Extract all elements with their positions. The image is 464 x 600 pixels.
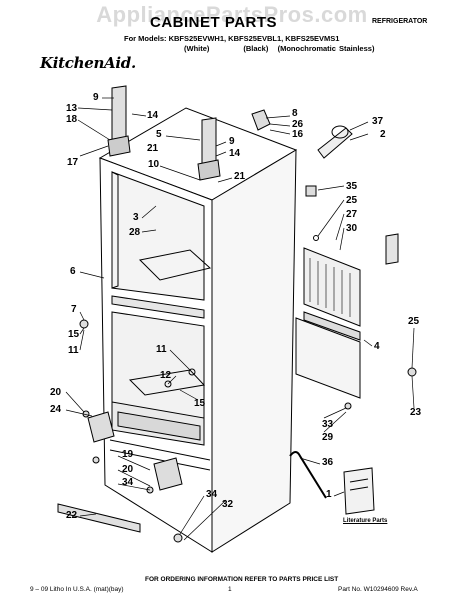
part-27 — [385, 233, 399, 265]
watermark: AppliancePartsPros.com — [96, 2, 368, 27]
callout-3: 3 — [133, 212, 139, 223]
callout-28: 28 — [129, 227, 141, 238]
kick-plate — [303, 311, 361, 341]
literature-parts — [343, 467, 375, 515]
callout-36: 36 — [322, 457, 334, 468]
callout-30: 30 — [346, 223, 358, 234]
bottom-hinge-right — [153, 457, 183, 491]
callout-27: 27 — [346, 209, 358, 220]
callout-19: 19 — [122, 449, 134, 460]
footer-litho: 9 – 09 Litho In U.S.A. (mat)(bay) — [30, 586, 124, 593]
page-title: CABINET PARTS — [150, 14, 278, 31]
literature-label: Literature Parts — [343, 518, 388, 524]
ordering-note: FOR ORDERING INFORMATION REFER TO PARTS … — [145, 576, 339, 583]
models-line: For Models: KBFS25EVWH1, KBFS25EVBL1, KB… — [124, 34, 340, 43]
callout-17: 17 — [67, 157, 79, 168]
handle-part-37 — [317, 127, 353, 159]
callout-20: 20 — [50, 387, 62, 398]
callout-7: 7 — [71, 304, 77, 315]
callout-15: 15 — [68, 329, 80, 340]
callout-18: 18 — [66, 114, 78, 125]
callout-4: 4 — [374, 341, 380, 352]
callout-22: 22 — [66, 510, 78, 521]
bottom-hinge-left — [87, 411, 115, 443]
variants-line: (White) (Black) (Monochromatic Stainless… — [184, 44, 375, 53]
callout-9: 9 — [93, 92, 99, 103]
callout-16: 16 — [292, 129, 304, 140]
callout-11: 11 — [156, 344, 167, 355]
callout-8: 8 — [292, 108, 298, 119]
cabinet-side — [211, 149, 297, 553]
callout-26: 26 — [292, 119, 304, 130]
callout-29: 29 — [322, 432, 334, 443]
callout-5: 5 — [156, 129, 162, 140]
callout-1: 1 — [326, 489, 332, 500]
callout-11: 11 — [68, 345, 79, 356]
callout-20: 20 — [122, 464, 134, 475]
callout-25: 25 — [346, 195, 358, 206]
callout-21: 21 — [147, 143, 159, 154]
callout-6: 6 — [70, 266, 76, 277]
callout-10: 10 — [148, 159, 160, 170]
callout-12: 12 — [160, 370, 172, 381]
callout-35: 35 — [346, 181, 358, 192]
callout-15: 15 — [194, 398, 206, 409]
callout-14: 14 — [147, 110, 159, 121]
callout-34: 34 — [206, 489, 218, 500]
callout-32: 32 — [222, 499, 234, 510]
hinge-part-8 — [251, 109, 271, 131]
brand-logo: KitchenAid. — [40, 54, 136, 72]
callout-34: 34 — [122, 477, 134, 488]
callout-25: 25 — [408, 316, 420, 327]
front-panel-4 — [295, 317, 361, 399]
callout-9: 9 — [229, 136, 235, 147]
callout-23: 23 — [410, 407, 422, 418]
callout-21: 21 — [234, 171, 246, 182]
callout-37: 37 — [372, 116, 384, 127]
callout-2: 2 — [380, 129, 386, 140]
footer-part-number: Part No. W10294609 Rev.A — [338, 586, 418, 593]
callout-24: 24 — [50, 404, 62, 415]
callout-33: 33 — [322, 419, 334, 430]
footer-page: 1 — [228, 586, 232, 593]
category-label: REFRIGERATOR — [372, 18, 428, 25]
part-36 — [289, 451, 327, 499]
callout-14: 14 — [229, 148, 241, 159]
callout-13: 13 — [66, 103, 78, 114]
grille-bar — [57, 503, 141, 533]
part-35 — [305, 185, 317, 197]
grille-panel — [303, 247, 361, 327]
